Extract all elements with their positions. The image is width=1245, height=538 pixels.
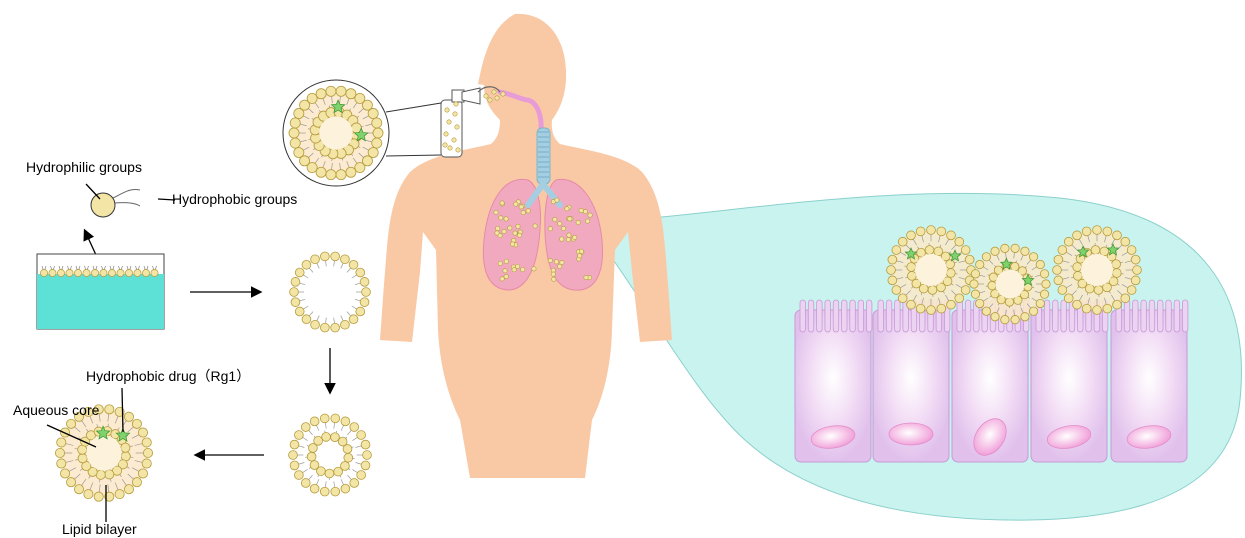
water-container-icon xyxy=(37,254,164,329)
liposome-icon xyxy=(55,405,152,502)
epithelial-cell xyxy=(1111,300,1188,462)
hydrophobic-drug-label: Hydrophobic drug（Rg1） xyxy=(86,368,250,384)
hydrophilic-groups-label: Hydrophilic groups xyxy=(26,159,142,175)
epithelial-cells xyxy=(795,300,1188,462)
aqueous-core-label: Aqueous core xyxy=(13,402,100,418)
epithelial-cell xyxy=(795,300,872,462)
liposome-icon xyxy=(289,414,372,496)
epithelial-cell xyxy=(1031,300,1108,462)
hydrophobic-groups-label: Hydrophobic groups xyxy=(172,191,297,207)
lipid-bilayer-label: Lipid bilayer xyxy=(62,521,137,537)
liposome-icon xyxy=(290,252,371,332)
lipid-molecule-icon xyxy=(91,189,140,217)
epithelial-cell xyxy=(952,300,1029,462)
liposome-icon xyxy=(289,86,383,179)
epithelial-cell xyxy=(873,300,950,462)
